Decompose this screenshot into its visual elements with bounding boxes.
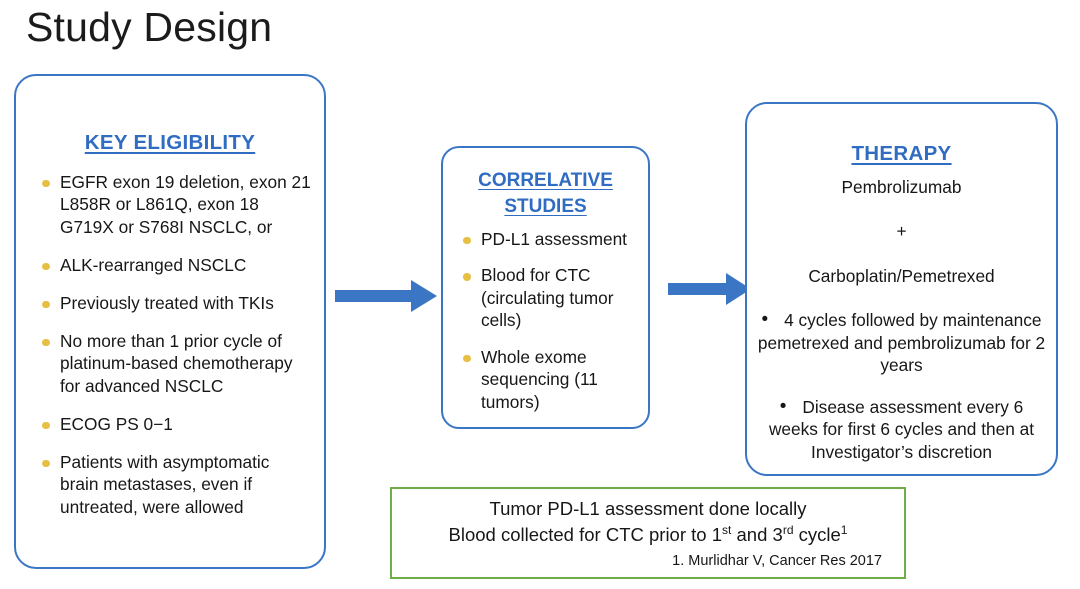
therapy-panel: THERAPY Pembrolizumab + Carboplatin/Peme… xyxy=(745,102,1058,476)
footnote-citation: 1. Murlidhar V, Cancer Res 2017 xyxy=(672,553,882,570)
list-item: Previously treated with TKIs xyxy=(40,292,312,314)
correlative-studies-panel: CORRELATIVE STUDIES PD-L1 assessment Blo… xyxy=(441,146,650,429)
footnote-panel: Tumor PD-L1 assessment done locally Bloo… xyxy=(390,487,906,579)
list-item: No more than 1 prior cycle of platinum-b… xyxy=(40,330,312,397)
footnote-sup-ref: 1 xyxy=(840,522,848,537)
therapy-drug-1: Pembrolizumab xyxy=(841,177,962,197)
therapy-body: Pembrolizumab + Carboplatin/Pemetrexed •… xyxy=(757,176,1046,482)
footnote-line-2-part-b: and 3 xyxy=(731,523,783,545)
list-item: Patients with asymptomatic brain metasta… xyxy=(40,451,312,518)
therapy-plus-symbol: + xyxy=(896,221,907,242)
therapy-detail-2: •Disease assessment every 6 weeks for fi… xyxy=(757,396,1046,463)
list-item: ECOG PS 0−1 xyxy=(40,413,312,435)
footnote-line-2: Blood collected for CTC prior to 1st and… xyxy=(392,522,904,548)
therapy-heading: THERAPY xyxy=(851,142,952,165)
list-item: Blood for CTC (circulating tumor cells) xyxy=(461,264,643,331)
therapy-detail-2-text: Disease assessment every 6 weeks for fir… xyxy=(768,396,1035,462)
key-eligibility-panel: KEY ELIGIBILITY EGFR exon 19 deletion, e… xyxy=(14,74,326,569)
list-item: ALK-rearranged NSCLC xyxy=(40,254,312,276)
therapy-drug-2: Carboplatin/Pemetrexed xyxy=(808,265,995,286)
key-eligibility-heading: KEY ELIGIBILITY xyxy=(84,131,256,154)
key-eligibility-list: EGFR exon 19 deletion, exon 21 L858R or … xyxy=(40,171,312,534)
correlative-studies-heading: CORRELATIVE STUDIES xyxy=(478,170,613,217)
arrow-eligibility-to-correlative xyxy=(335,280,437,312)
therapy-detail-1: •4 cycles followed by maintenance pemetr… xyxy=(757,309,1046,376)
list-item: EGFR exon 19 deletion, exon 21 L858R or … xyxy=(40,171,312,238)
bullet-marker-icon: • xyxy=(761,309,769,331)
arrow-correlative-to-therapy xyxy=(668,273,751,305)
footnote-main-text: Tumor PD-L1 assessment done locally Bloo… xyxy=(392,496,904,547)
list-item: PD-L1 assessment xyxy=(461,228,643,250)
footnote-line-2-part-a: Blood collected for CTC prior to 1 xyxy=(448,523,723,545)
correlative-studies-list: PD-L1 assessment Blood for CTC (circulat… xyxy=(461,228,643,427)
page-title: Study Design xyxy=(26,4,273,50)
bullet-marker-icon: • xyxy=(779,395,787,417)
footnote-sup-rd: rd xyxy=(782,522,794,537)
footnote-line-1: Tumor PD-L1 assessment done locally xyxy=(489,498,807,519)
footnote-sup-st: st xyxy=(722,522,732,537)
list-item: Whole exome sequencing (11 tumors) xyxy=(461,346,643,413)
therapy-detail-1-text: 4 cycles followed by maintenance pemetre… xyxy=(757,310,1046,376)
footnote-line-2-part-c: cycle xyxy=(793,523,841,545)
